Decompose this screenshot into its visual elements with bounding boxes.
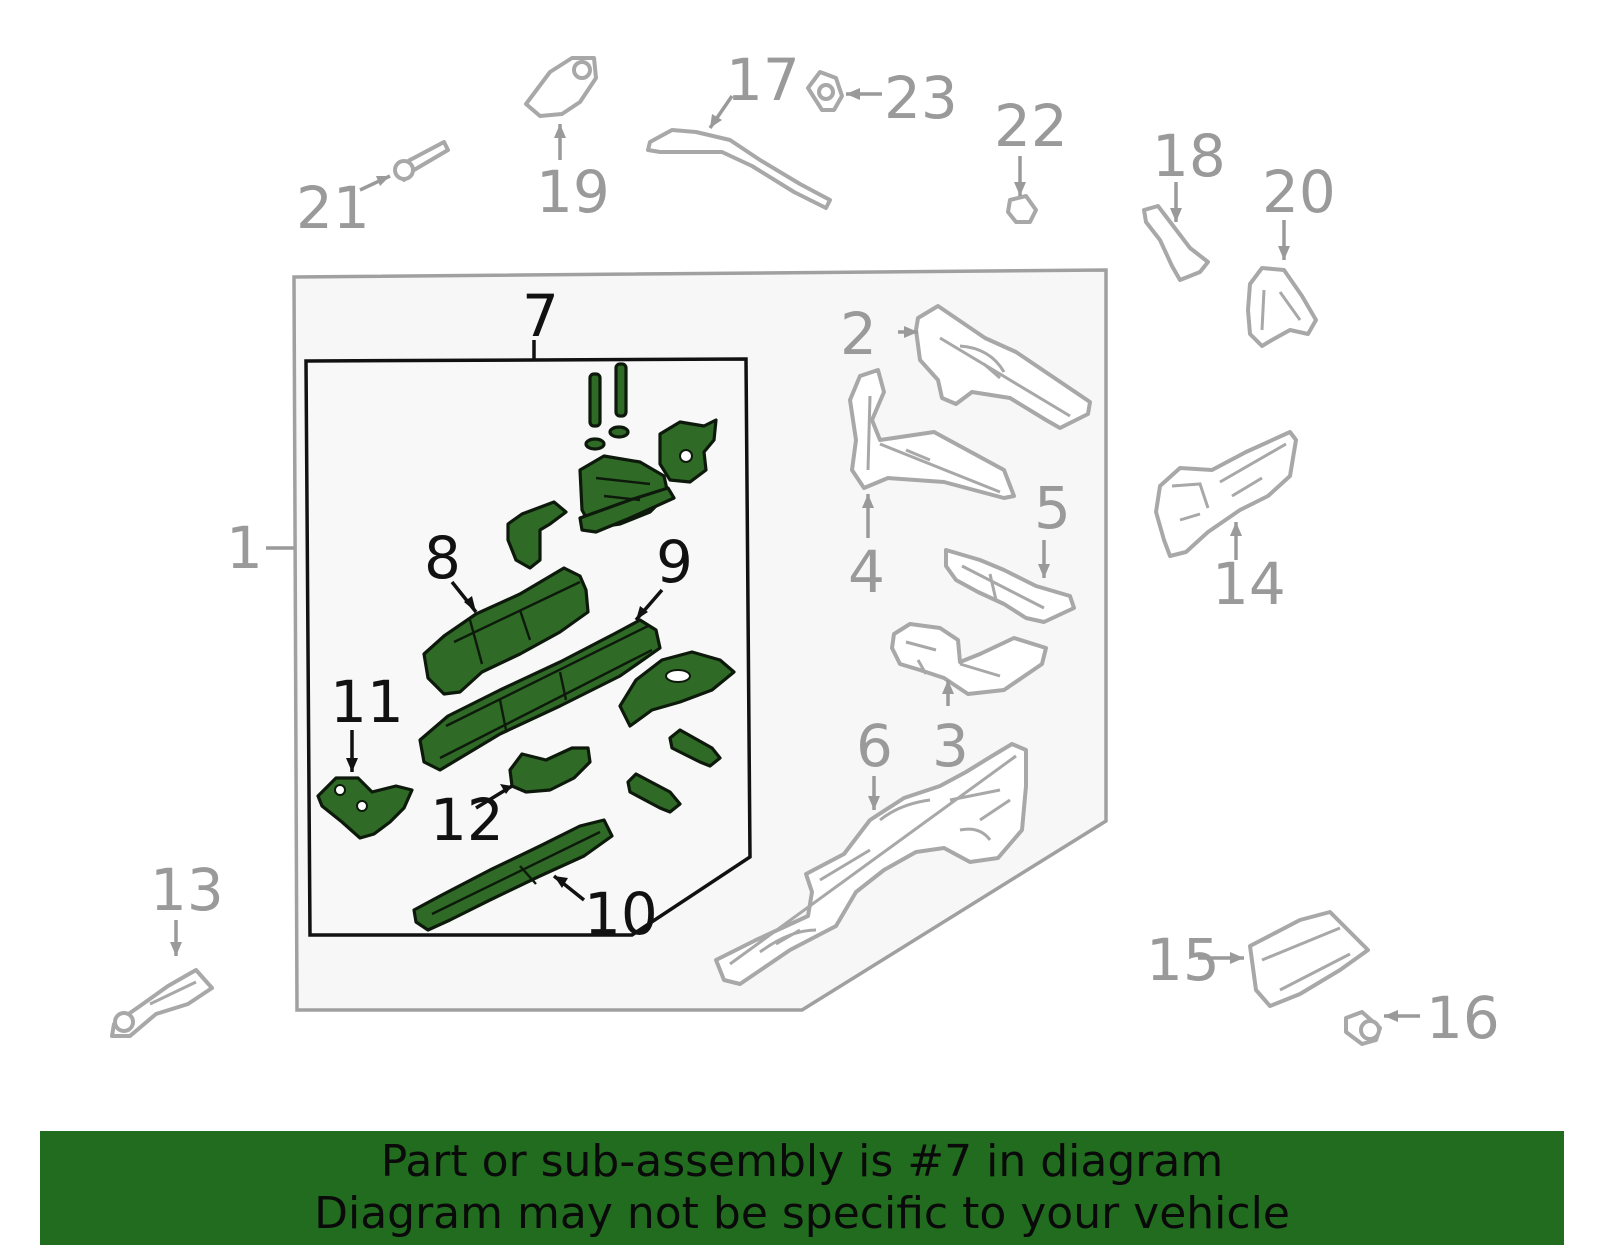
part-13-bracket [110,968,214,1038]
callout-11: 11 [330,668,404,736]
banner-line-2: Diagram may not be specific to your vehi… [314,1188,1290,1239]
callout-5: 5 [1034,474,1071,542]
part-21-bolt [393,140,450,182]
callout-2: 2 [840,300,877,368]
part-22-clip [1006,194,1038,224]
part-5-bracket [944,548,1076,624]
part-18-bracket [1142,204,1210,282]
callout-7: 7 [522,282,559,350]
part-7-bolt-upper [668,728,722,768]
callout-10: 10 [584,880,658,948]
part-7-right-gusset [658,418,718,484]
callout-13: 13 [150,856,224,924]
part-6-frame-rail [714,742,1028,986]
part-12-curved-bracket [508,746,592,794]
part-14-bracket [1154,430,1298,558]
callout-14: 14 [1212,550,1286,618]
callout-6: 6 [856,712,893,780]
part-11-mount-bracket [316,776,414,840]
part-16-clip [1344,1010,1382,1046]
part-2-rail-bracket [914,304,1092,430]
callout-9: 9 [656,528,693,596]
callout-17: 17 [726,46,800,114]
callout-20: 20 [1262,158,1336,226]
part-15-bracket [1248,910,1370,1008]
arrowheads-black [346,596,648,888]
arrowheads [170,88,1398,1022]
callout-16: 16 [1426,984,1500,1052]
part-9-end-cap [618,650,736,728]
banner-line-1: Part or sub-assembly is #7 in diagram [380,1136,1224,1187]
callout-22: 22 [994,92,1068,160]
part-10-reinforcement [412,818,614,932]
part-3-bracket [890,622,1048,696]
callout-4: 4 [848,538,885,606]
part-17-stay [646,128,832,210]
info-banner: Part or sub-assembly is #7 in diagram Di… [40,1131,1564,1245]
part-7-studs [584,362,630,451]
callout-12: 12 [430,786,504,854]
part-20-bracket [1246,266,1318,348]
part-9-lower-rail [418,618,662,772]
callout-3: 3 [932,712,969,780]
part-7-bolt-lower [626,772,682,814]
part-4-gusset [848,368,1016,500]
callout-21: 21 [296,174,370,242]
callout-1: 1 [226,514,263,582]
part-7-l-bracket [506,500,568,570]
part-19-bracket [524,56,598,118]
callout-8: 8 [424,524,461,592]
part-8-rail-extension [422,566,590,696]
callout-23: 23 [884,64,958,132]
callout-19: 19 [536,158,610,226]
part-23-grommet [806,70,844,112]
part-7-upper-mount [578,454,676,534]
callout-15: 15 [1146,926,1220,994]
callout-18: 18 [1152,122,1226,190]
